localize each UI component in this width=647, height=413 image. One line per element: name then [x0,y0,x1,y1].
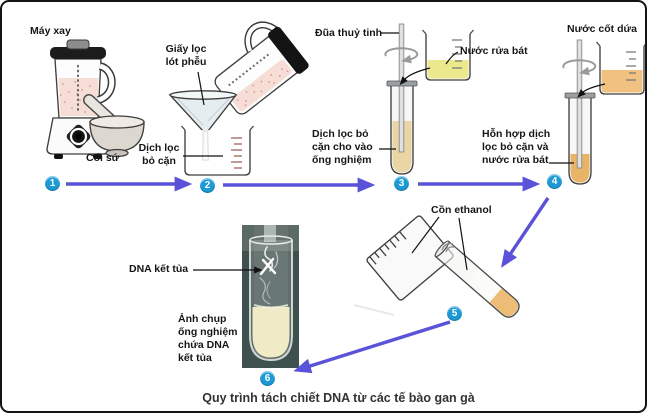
label-dua-thuy-tinh: Đũa thuỷ tinh [315,27,383,39]
dna-photo [242,225,299,368]
label-nuoc-rua-bat: Nước rửa bát [460,45,528,57]
mortar-pestle-icon [83,94,145,158]
step-badge-4: 4 [547,174,562,189]
pointer-giay-loc [197,71,205,106]
pointer-con-ethanol-tube [458,217,468,271]
test-tube-step5-icon [434,240,520,318]
label-hon-hop: Hỗn hợp dịch lọc bỏ cặn và nước rửa bát [482,128,551,166]
label-dich-loc-bo-can: Dịch lọc bỏ cặn [138,142,180,167]
step-badge-1: 1 [45,176,60,191]
beaker-soap-icon [422,29,474,81]
diagram-caption: Quy trình tách chiết DNA từ các tế bào g… [202,391,475,405]
pour-arrow-step4 [577,83,606,98]
beaker-step2-icon [181,125,254,176]
blender-icon [46,39,116,159]
tube-mouth-scribble [441,242,455,253]
glass-rod-step3-icon [384,23,419,153]
label-anh-chup: Ảnh chụp ống nghiệm chứa DNA kết tủa [178,313,238,364]
pointer-nuoc-rua-bat [445,51,459,65]
arrow-step-4-5 [501,197,550,268]
label-nuoc-cot-dua: Nước cốt dứa [567,23,637,35]
label-giay-loc-lot-pheu: Giấy lọc lót phễu [165,43,207,68]
label-dich-loc-cho-vao-ong-nghiem: Dịch lọc bỏ cặn cho vào ống nghiệm [312,128,373,166]
label-may-xay: Máy xay [30,25,71,37]
label-con-ethanol: Cồn ethanol [431,204,492,216]
step-badge-5: 5 [447,306,462,321]
step-badge-3: 3 [394,176,409,191]
step-badge-6: 6 [260,371,275,386]
step-badge-2: 2 [200,178,215,193]
beaker-ethanol-icon [366,215,454,301]
pour-smudge [353,304,395,316]
label-dna-ket-tua: DNA kết tủa [129,263,189,275]
arrow-step-5-6 [293,320,451,374]
pointer-con-ethanol-beaker [411,216,440,254]
beaker-pineapple-icon [596,41,645,95]
label-coi-su: Cối sứ [86,152,120,164]
pour-arrow-step3 [399,67,431,86]
